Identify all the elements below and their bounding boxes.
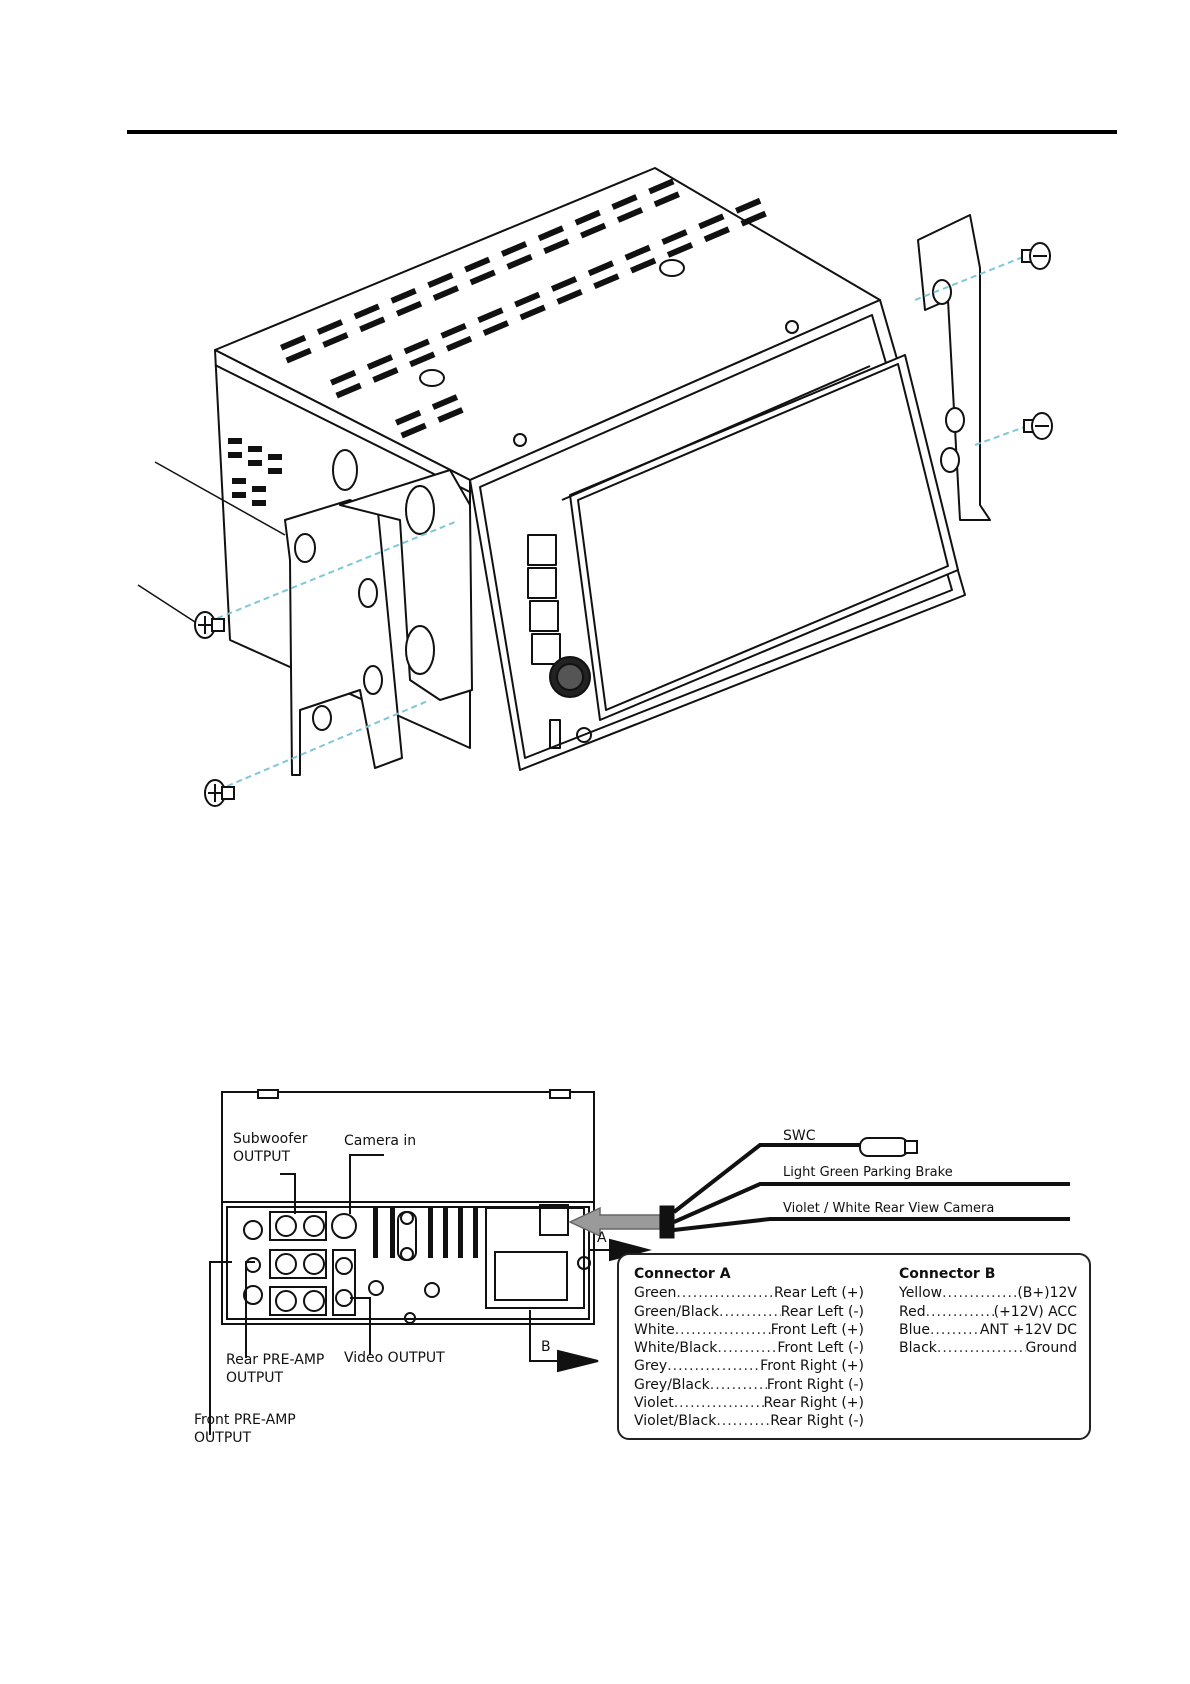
connector-a-column: Connector A GreenRear Left (+) Green/Bla… bbox=[634, 1265, 864, 1431]
connector-a-row: VioletRear Right (+) bbox=[634, 1394, 864, 1412]
connector-a-row: GreenRear Left (+) bbox=[634, 1284, 864, 1302]
bezel-button bbox=[529, 600, 559, 632]
callout-lines bbox=[137, 461, 286, 623]
connector-table: Connector A GreenRear Left (+) Green/Bla… bbox=[617, 1253, 1091, 1440]
heatsink bbox=[373, 1208, 478, 1258]
arrow-b-label: B bbox=[541, 1339, 551, 1355]
screw-icon bbox=[204, 779, 235, 807]
camera-in-label: Camera in bbox=[344, 1133, 417, 1149]
screw-icon bbox=[1021, 242, 1051, 270]
connector-b-row: Red(+12V) ACC bbox=[899, 1303, 1077, 1321]
screw-icon bbox=[194, 611, 225, 639]
connector-b-row: BlueANT +12V DC bbox=[899, 1321, 1077, 1339]
installation-diagram bbox=[137, 167, 1053, 807]
connector-a-row: Grey/BlackFront Right (-) bbox=[634, 1376, 864, 1394]
bezel-button bbox=[531, 633, 561, 665]
arrow-a-label: A bbox=[597, 1230, 607, 1246]
connector-a-row: GreyFront Right (+) bbox=[634, 1357, 864, 1375]
connector-a-row: Violet/BlackRear Right (-) bbox=[634, 1412, 864, 1430]
parking-brake-label: Light Green Parking Brake bbox=[783, 1165, 953, 1180]
bezel-button bbox=[527, 534, 557, 566]
connector-b-row: Yellow(B+)12V bbox=[899, 1284, 1077, 1302]
vent-slots bbox=[228, 178, 767, 506]
alignment-guides bbox=[207, 254, 1031, 791]
connector-b-row: BlackGround bbox=[899, 1339, 1077, 1357]
connector-a-title: Connector A bbox=[634, 1266, 731, 1282]
top-rule bbox=[127, 130, 1117, 134]
video-output-label: Video OUTPUT bbox=[344, 1350, 445, 1366]
connector-a-row: White/BlackFront Left (-) bbox=[634, 1339, 864, 1357]
connector-a-row: WhiteFront Left (+) bbox=[634, 1321, 864, 1339]
wire-harness bbox=[568, 1137, 1070, 1239]
connector-a-row: Green/BlackRear Left (-) bbox=[634, 1303, 864, 1321]
jack-callouts bbox=[209, 1154, 384, 1435]
bezel-button bbox=[527, 567, 557, 599]
connector-b-column: Connector B Yellow(B+)12V Red(+12V) ACC … bbox=[899, 1265, 1077, 1357]
screw-icon bbox=[1023, 412, 1053, 440]
screen bbox=[569, 354, 959, 721]
rear-panel-top bbox=[221, 1091, 595, 1203]
connector-b-title: Connector B bbox=[899, 1266, 996, 1282]
rear-camera-label: Violet / White Rear View Camera bbox=[783, 1201, 995, 1216]
left-mounting-bracket bbox=[284, 449, 473, 776]
swc-label: SWC bbox=[783, 1128, 816, 1144]
rca-jacks bbox=[243, 1211, 384, 1316]
